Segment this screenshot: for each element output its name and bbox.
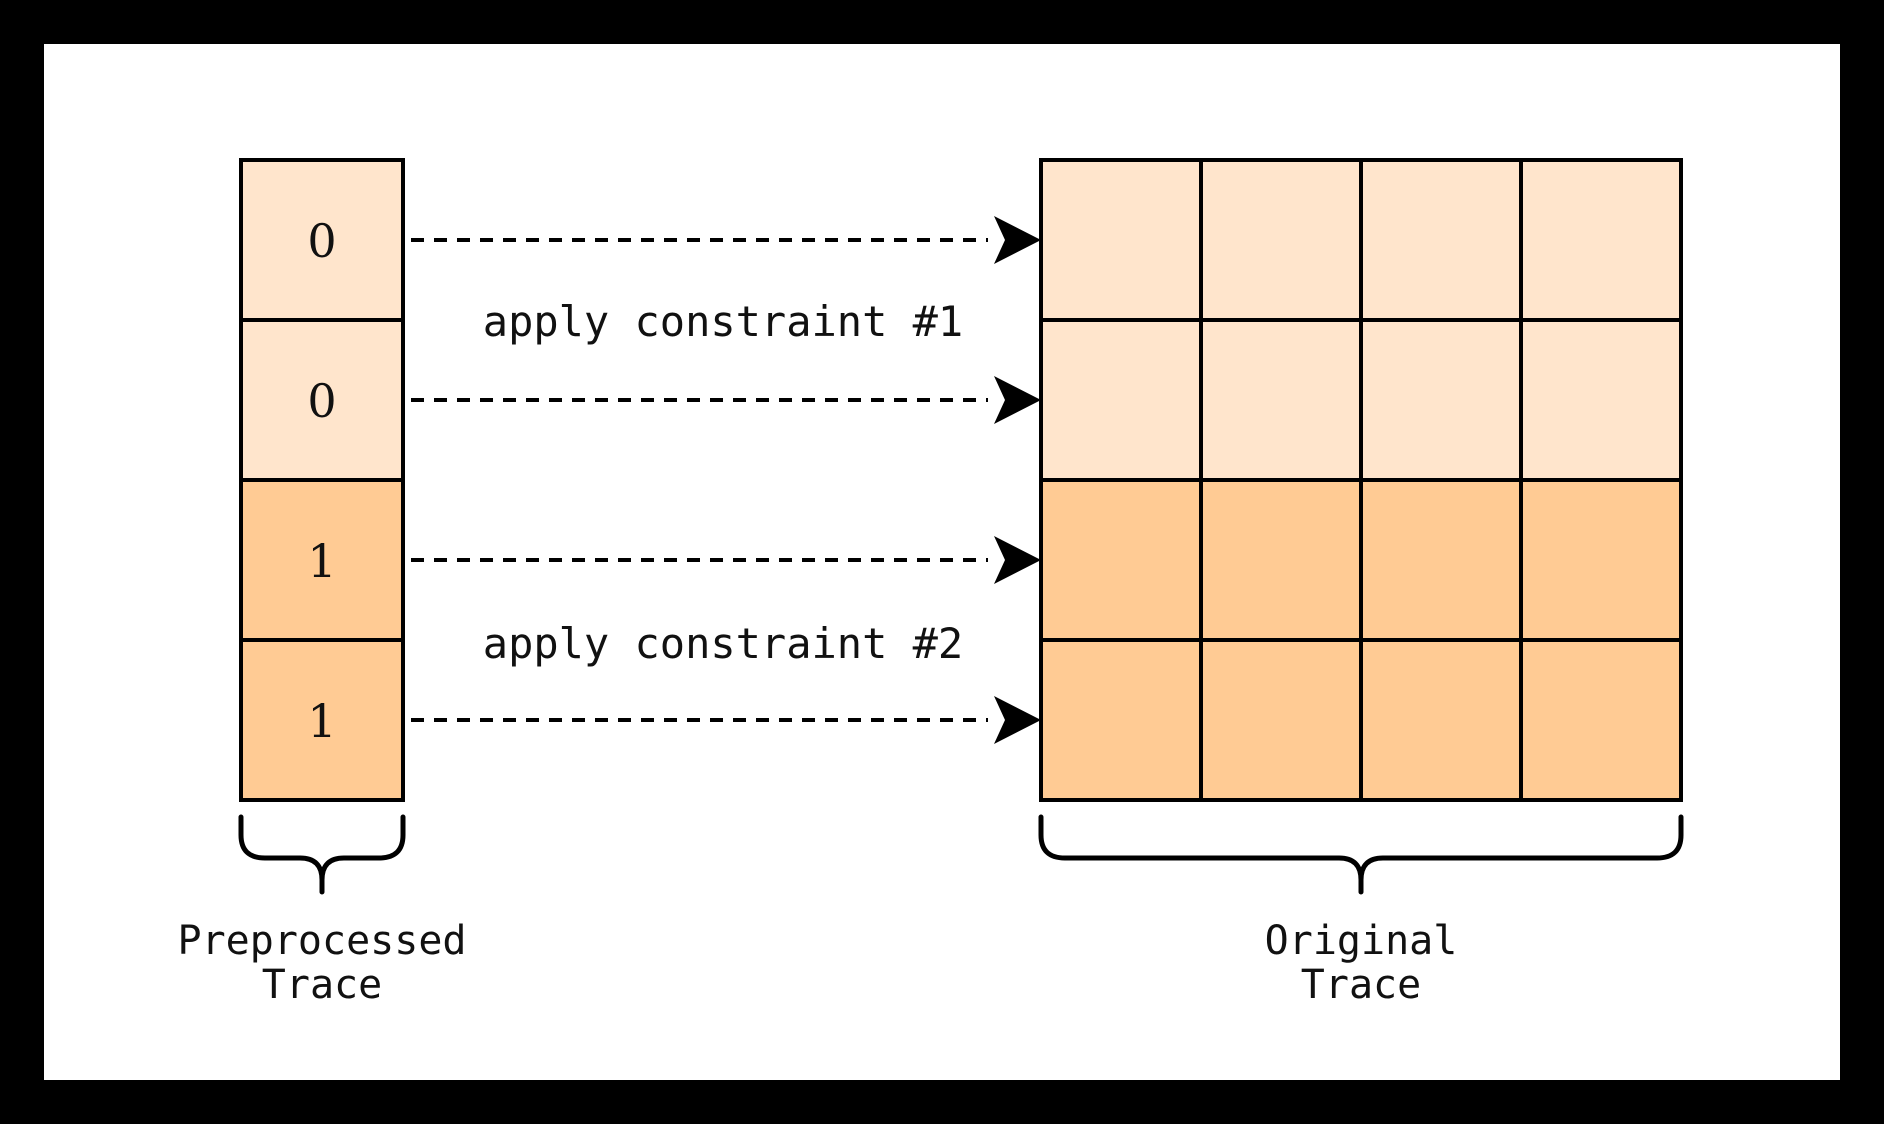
- preprocessed-underbrace: [238, 814, 406, 895]
- grid-cell-r2c4: [1519, 318, 1683, 482]
- arrow-row-2-head-icon: [994, 376, 1041, 424]
- grid-cell-r3c4: [1519, 478, 1683, 642]
- arrow-row-4-head-icon: [994, 696, 1041, 744]
- preprocessed-column: [239, 158, 405, 802]
- pre-cell-3: [239, 478, 405, 642]
- pre-cell-2: [239, 318, 405, 482]
- arrow-row-3-head-icon: [994, 536, 1041, 584]
- grid-cell-r4c2: [1199, 638, 1363, 802]
- grid-cell-r4c4: [1519, 638, 1683, 802]
- grid-cell-r4c3: [1359, 638, 1523, 802]
- original-caption-line2: Trace: [1301, 962, 1421, 1008]
- grid-cell-r2c3: [1359, 318, 1523, 482]
- grid-cell-r1c4: [1519, 158, 1683, 322]
- preprocessed-trace-caption: Preprocessed Trace: [178, 918, 467, 1008]
- grid-cell-r4c1: [1039, 638, 1203, 802]
- constraint-2-label: apply constraint #2: [483, 619, 963, 668]
- arrow-row-4: [411, 696, 1041, 744]
- pre-cell-4-value: 1: [307, 694, 336, 748]
- grid-cell-r2c1: [1039, 318, 1203, 482]
- pre-cell-2-value: 0: [307, 374, 336, 428]
- original-underbrace: [1038, 814, 1684, 895]
- preprocessed-column-values: 0 0 1 1: [307, 214, 336, 748]
- preprocessed-caption-line2: Trace: [262, 962, 382, 1008]
- grid-cell-r2c2: [1199, 318, 1363, 482]
- original-grid: [1039, 158, 1683, 802]
- grid-cell-r1c3: [1359, 158, 1523, 322]
- original-trace-caption: Original Trace: [1265, 918, 1458, 1008]
- grid-cell-r3c3: [1359, 478, 1523, 642]
- grid-cell-r3c1: [1039, 478, 1203, 642]
- preprocessed-caption-line1: Preprocessed: [178, 918, 467, 964]
- constraint-1-label: apply constraint #1: [483, 297, 963, 346]
- pre-cell-1-value: 0: [307, 214, 336, 268]
- pre-cell-3-value: 1: [307, 534, 336, 588]
- arrow-row-2: [411, 376, 1041, 424]
- grid-cell-r3c2: [1199, 478, 1363, 642]
- pre-cell-4: [239, 638, 405, 802]
- arrow-row-1: [411, 216, 1041, 264]
- original-caption-line1: Original: [1265, 918, 1458, 964]
- mapping-arrows: [411, 216, 1041, 744]
- arrow-row-1-head-icon: [994, 216, 1041, 264]
- grid-cell-r1c1: [1039, 158, 1203, 322]
- grid-cell-r1c2: [1199, 158, 1363, 322]
- arrow-row-3: [411, 536, 1041, 584]
